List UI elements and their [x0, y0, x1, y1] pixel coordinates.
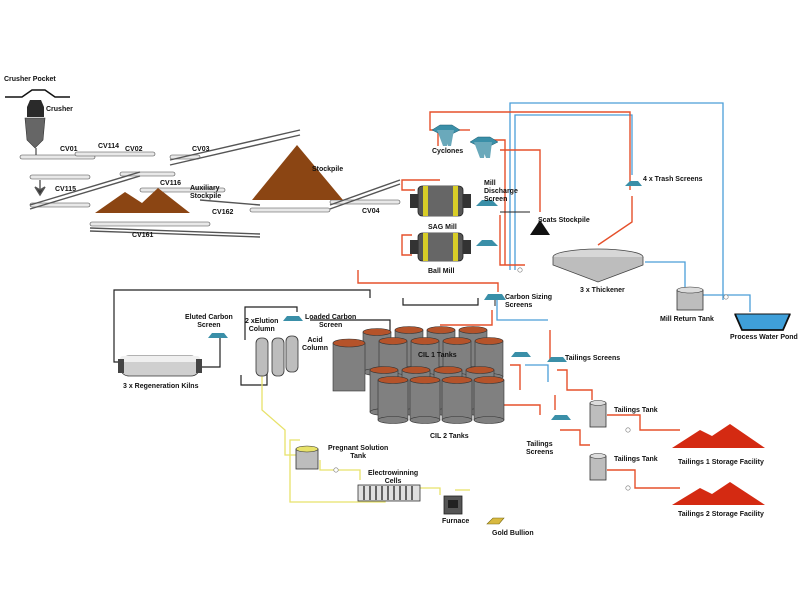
electrowinning-cells-icon: [357, 484, 421, 502]
cyclones-label: Cyclones: [432, 148, 464, 155]
ball-mill-label: Ball Mill: [428, 268, 455, 275]
crusher-area: [5, 89, 70, 155]
tailings-tank-1-label: Tailings Tank: [614, 407, 658, 414]
cv04-label: CV04: [362, 208, 380, 215]
cil2-tanks-label: CIL 2 Tanks: [430, 433, 469, 440]
crusher-label: Crusher: [46, 106, 73, 113]
mill-discharge-screen-label: Mill Discharge Screen: [484, 180, 518, 203]
cv114-label: CV114: [98, 143, 120, 150]
cv03-label: CV03: [192, 146, 210, 153]
gold-bullion-icon: [486, 517, 505, 525]
tailings2-facility-label: Tailings 2 Storage Facility: [678, 511, 764, 518]
tailings-screen-icon: [547, 357, 567, 362]
sag-mill-label: SAG Mill: [428, 224, 457, 231]
elution-column-label: 2 xElution Column: [245, 318, 279, 333]
cyclones-icon: [431, 124, 499, 158]
thickener-icon: [552, 248, 644, 283]
thickener-label: 3 x Thickener: [580, 287, 625, 294]
regeneration-kiln-icon: [118, 355, 202, 377]
pregnant-solution-tank-icon: [295, 445, 319, 470]
cil2-tank: [377, 376, 409, 424]
tailings-screens-label: Tailings Screens: [565, 355, 621, 362]
furnace-icon: [443, 495, 463, 515]
carbon-sizing-screens-label: Carbon Sizing Screens: [505, 294, 553, 309]
main-stockpile-icon: [252, 145, 343, 200]
mill-return-tank-label: Mill Return Tank: [660, 316, 714, 323]
trash-screens-icon: [625, 181, 642, 186]
electrowinning-cells-label: Electrowinning Cells: [368, 470, 419, 485]
tailings-screens-label-lower: Tailings Screens: [526, 441, 554, 456]
eluted-carbon-screen-icon: [208, 333, 228, 338]
scats-stockpile-label: Scats Stockpile: [538, 217, 590, 224]
crusher-pocket-label: Crusher Pocket: [4, 76, 56, 83]
auxiliary-stockpile-label: Auxiliary Stockpile: [190, 185, 222, 200]
tailings-tank-icon: [589, 453, 607, 481]
tailings1-facility-label: Tailings 1 Storage Facility: [678, 459, 764, 466]
cil2-tank: [473, 376, 505, 424]
tailings-storage-facility-icon: [672, 424, 765, 505]
ball-mill-icon: [410, 232, 471, 262]
loaded-carbon-screen-icon: [283, 316, 303, 321]
cil2-tank: [441, 376, 473, 424]
acid-column-label: Acid Column: [302, 337, 329, 352]
auxiliary-stockpile-icon: [95, 188, 190, 213]
stockpiles: [95, 145, 343, 213]
trash-screens-label: 4 x Trash Screens: [643, 176, 703, 183]
scats-stockpile-icon: [530, 220, 550, 235]
conveyor-incline-lines: [29, 129, 401, 238]
mill-discharge-screen-icon: [476, 200, 498, 206]
tailings-tank-2-label: Tailings Tank: [614, 456, 658, 463]
flow-connection-dots: [333, 267, 729, 491]
cv162-label: CV162: [212, 209, 234, 216]
elution-column-icon: [255, 337, 285, 377]
tailings-screen-icon: [511, 352, 531, 357]
cv115-label: CV115: [55, 186, 77, 193]
carbon-sizing-screen-icon: [484, 294, 506, 306]
tailings-screen-icon: [551, 415, 571, 420]
sag-mill-icon: [410, 185, 471, 217]
cil1-tanks-label: CIL 1 Tanks: [418, 352, 457, 359]
crusher-icon: [27, 100, 44, 107]
gold-bullion-label: Gold Bullion: [492, 530, 534, 537]
furnace-label: Furnace: [442, 518, 470, 525]
cil2-tank: [409, 376, 441, 424]
pregnant-solution-tank-label: Pregnant Solution Tank: [328, 445, 389, 460]
ball-mill-screen-icon: [476, 240, 498, 246]
cv02-label: CV02: [125, 146, 143, 153]
tailings-tank-icon: [589, 400, 607, 428]
conveyors: [19, 151, 401, 227]
loaded-carbon-screen-label: Loaded Carbon Screen: [305, 314, 357, 329]
cil-tanks-group: [362, 326, 505, 424]
regeneration-kilns-label: 3 x Regeneration Kilns: [123, 383, 199, 390]
process-water-pond-label: Process Water Pond: [730, 334, 798, 341]
process-water-lines: [496, 102, 751, 382]
process-water-pond-icon: [734, 313, 791, 331]
cv161-label: CV161: [132, 232, 154, 239]
cil-feed-tank-icon: [332, 338, 366, 392]
cv116-label: CV116: [160, 180, 182, 187]
cv01-label: CV01: [60, 146, 78, 153]
eluted-carbon-screen-label: Eluted Carbon Screen: [185, 314, 233, 329]
grinding-area: [410, 124, 642, 262]
crusher-bin-icon: [24, 117, 46, 149]
stockpile-label: Stockpile: [312, 166, 344, 173]
mill-return-tank-icon: [676, 286, 704, 311]
acid-column-icon: [285, 335, 299, 373]
